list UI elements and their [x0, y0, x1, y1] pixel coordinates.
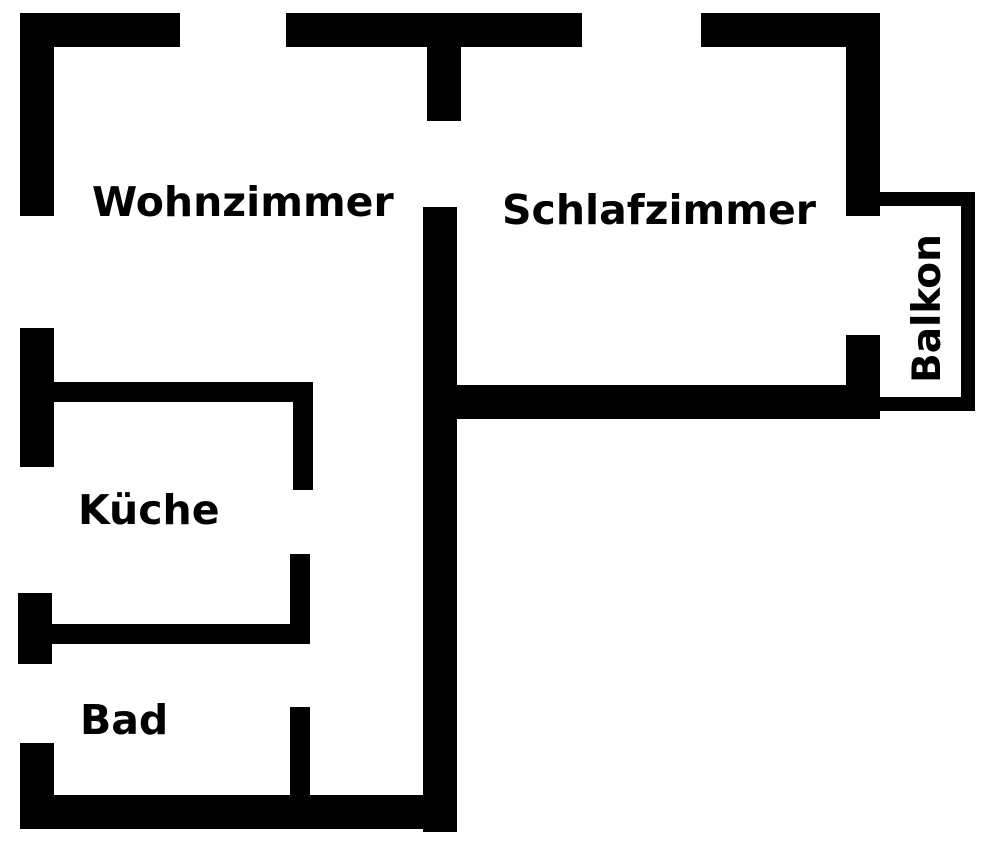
wall-kitchen-top	[37, 382, 313, 490]
wall-kitchen-bath-divider	[37, 554, 310, 644]
wall-top-right	[701, 13, 880, 216]
room-label-bathroom: Bad	[80, 696, 168, 744]
wall-bottom	[20, 743, 457, 829]
room-label-living-room: Wohnzimmer	[92, 178, 394, 226]
room-label-bedroom: Schlafzimmer	[502, 186, 817, 234]
balcony-outline	[870, 192, 975, 411]
room-label-kitchen: Küche	[78, 486, 220, 534]
thin-walls	[37, 382, 313, 810]
wall-top-left	[20, 13, 180, 216]
walls	[18, 13, 880, 832]
room-label-balcony: Balkon	[905, 234, 950, 383]
wall-bedroom-bottom	[423, 335, 880, 419]
